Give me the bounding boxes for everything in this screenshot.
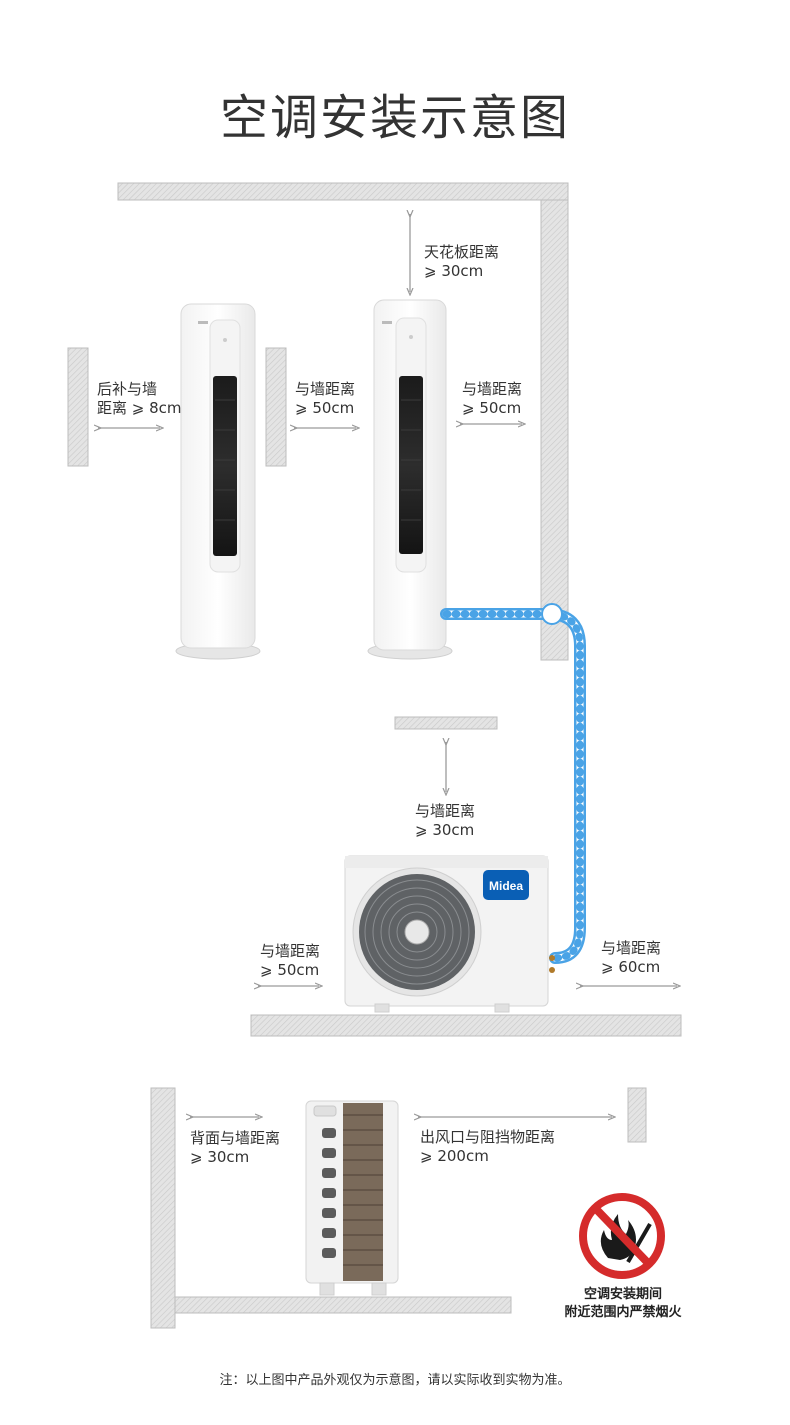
back-wall-distance-label: 后补与墙 距离 ⩾ 8cm	[97, 380, 182, 417]
outdoor-left-distance-label: 与墙距离 ⩾ 50cm	[260, 942, 321, 979]
side-view-ground	[174, 1296, 512, 1314]
ceiling-wall	[117, 182, 569, 201]
indoor-unit-right	[367, 299, 453, 660]
room-walls	[67, 182, 569, 661]
indoor-unit-left	[175, 303, 261, 660]
wall-sleeve-icon	[541, 603, 563, 625]
side-wall-left-distance-label: 与墙距离 ⩾ 50cm	[295, 380, 356, 417]
back-wall-left	[67, 347, 89, 467]
brand-mark-icon	[382, 321, 392, 324]
disclaimer-note: 注：以上图中产品外观仅为示意图，请以实际收到实物为准。	[219, 1373, 571, 1388]
outdoor-back-distance-label: 背面与墙距离 ⩾ 30cm	[190, 1129, 281, 1166]
valve-icon	[549, 967, 555, 973]
outdoor-unit: Midea	[344, 855, 555, 1013]
outdoor-front-distance-label: 出风口与阻挡物距离 ⩾ 200cm	[420, 1128, 556, 1165]
brand-mark-icon	[198, 321, 208, 324]
midea-logo	[483, 870, 529, 900]
fan-grille-icon	[364, 879, 470, 985]
page-title: 空调安装示意图	[219, 90, 570, 146]
side-view-obstacle	[627, 1087, 647, 1143]
outdoor-top-wall	[394, 716, 498, 730]
refrigerant-pipe	[440, 603, 586, 964]
brand-label: Midea	[489, 879, 523, 893]
outdoor-top-distance-label: 与墙距离 ⩾ 30cm	[415, 802, 476, 839]
warning-text: 空调安装期间 附近范围内严禁烟火	[564, 1287, 682, 1320]
side-view-back-wall	[150, 1087, 176, 1329]
side-wall-middle	[265, 347, 287, 467]
outdoor-ground	[250, 1014, 682, 1037]
valve-icon	[549, 955, 555, 961]
handle-icon	[313, 1105, 337, 1117]
display-icon	[223, 338, 227, 342]
ceiling-distance-label: 天花板距离 ⩾ 30cm	[424, 243, 500, 280]
right-room-wall	[540, 199, 569, 661]
side-wall-right-distance-label: 与墙距离 ⩾ 50cm	[462, 380, 523, 417]
indoor-dimension-arrows	[98, 214, 522, 428]
no-fire-icon	[579, 1193, 665, 1279]
display-icon	[409, 335, 413, 339]
outdoor-unit-side-view	[305, 1100, 399, 1296]
outdoor-right-distance-label: 与墙距离 ⩾ 60cm	[601, 939, 662, 976]
